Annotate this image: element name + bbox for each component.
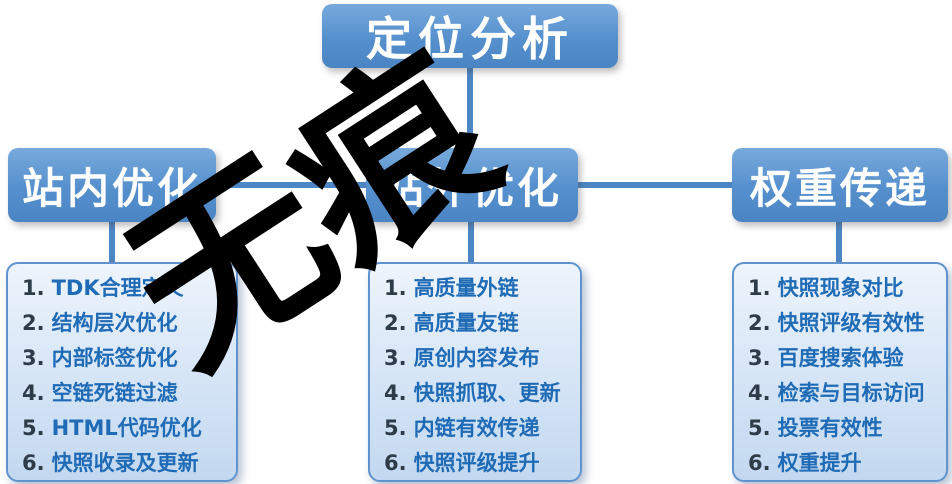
connector-offsite-vertical [468, 220, 474, 264]
item-label: 快照抓取、更新 [413, 381, 561, 405]
list-item: 3.内部标签优化 [22, 341, 232, 376]
list-item: 5.内链有效传递 [384, 411, 576, 446]
node-weight-label: 权重传递 [749, 163, 930, 213]
item-label: 高质量外链 [413, 276, 519, 300]
item-number: 1. [22, 276, 45, 300]
list-item: 6.快照评级提升 [384, 446, 576, 481]
item-label: 快照评级提升 [413, 451, 540, 475]
item-label: 权重提升 [777, 451, 862, 475]
item-number: 6. [748, 451, 771, 475]
item-number: 3. [384, 346, 407, 370]
item-label: 快照现象对比 [777, 276, 904, 300]
item-number: 5. [22, 416, 45, 440]
item-number: 6. [22, 451, 45, 475]
item-number: 1. [748, 276, 771, 300]
item-label: TDK合理定义 [51, 276, 184, 300]
list-item: 5.投票有效性 [748, 411, 942, 446]
item-number: 3. [748, 346, 771, 370]
list-item: 2.快照评级有效性 [748, 306, 942, 341]
item-label: 快照收录及更新 [51, 451, 199, 475]
item-label: 内链有效传递 [413, 416, 540, 440]
item-label: 空链死链过滤 [51, 381, 178, 405]
item-label: 内部标签优化 [51, 346, 178, 370]
list-item: 3.原创内容发布 [384, 341, 576, 376]
list-item: 1.快照现象对比 [748, 271, 942, 306]
item-number: 2. [22, 311, 45, 335]
item-number: 5. [748, 416, 771, 440]
list-item: 4.快照抓取、更新 [384, 376, 576, 411]
item-number: 4. [22, 381, 45, 405]
item-number: 3. [22, 346, 45, 370]
list-item: 3.百度搜索体验 [748, 341, 942, 376]
connector-onsite-vertical [109, 220, 115, 264]
list-item: 4.检索与目标访问 [748, 376, 942, 411]
node-weight: 权重传递 [732, 148, 948, 222]
connector-weight-vertical [836, 220, 842, 264]
connector-right-horizontal [575, 182, 737, 188]
onsite-list: 1.TDK合理定义 2.结构层次优化 3.内部标签优化 4.空链死链过滤 5.H… [6, 262, 238, 482]
item-number: 5. [384, 416, 407, 440]
node-root-label: 定位分析 [366, 12, 574, 66]
list-item: 2.高质量友链 [384, 306, 576, 341]
item-number: 4. [748, 381, 771, 405]
item-number: 2. [384, 311, 407, 335]
item-number: 4. [384, 381, 407, 405]
weight-list: 1.快照现象对比 2.快照评级有效性 3.百度搜索体验 4.检索与目标访问 5.… [732, 262, 948, 482]
node-root: 定位分析 [322, 4, 618, 68]
connector-left-horizontal [210, 182, 370, 188]
node-offsite-label: 站外优化 [381, 163, 562, 213]
item-label: 原创内容发布 [413, 346, 540, 370]
list-item: 5.HTML代码优化 [22, 411, 232, 446]
list-item: 2.结构层次优化 [22, 306, 232, 341]
item-label: 投票有效性 [777, 416, 883, 440]
item-label: 百度搜索体验 [777, 346, 904, 370]
node-offsite: 站外优化 [366, 148, 578, 222]
connector-root-vertical [467, 68, 473, 152]
list-item: 1.高质量外链 [384, 271, 576, 306]
offsite-list: 1.高质量外链 2.高质量友链 3.原创内容发布 4.快照抓取、更新 5.内链有… [368, 262, 582, 482]
item-label: 快照评级有效性 [777, 311, 925, 335]
item-label: 高质量友链 [413, 311, 519, 335]
item-number: 2. [748, 311, 771, 335]
node-onsite-label: 站内优化 [21, 163, 202, 213]
list-item: 4.空链死链过滤 [22, 376, 232, 411]
node-onsite: 站内优化 [8, 148, 216, 222]
item-label: 结构层次优化 [51, 311, 178, 335]
item-label: HTML代码优化 [51, 416, 202, 440]
list-item: 6.权重提升 [748, 446, 942, 481]
list-item: 1.TDK合理定义 [22, 271, 232, 306]
item-label: 检索与目标访问 [777, 381, 925, 405]
item-number: 6. [384, 451, 407, 475]
item-number: 1. [384, 276, 407, 300]
list-item: 6.快照收录及更新 [22, 446, 232, 481]
